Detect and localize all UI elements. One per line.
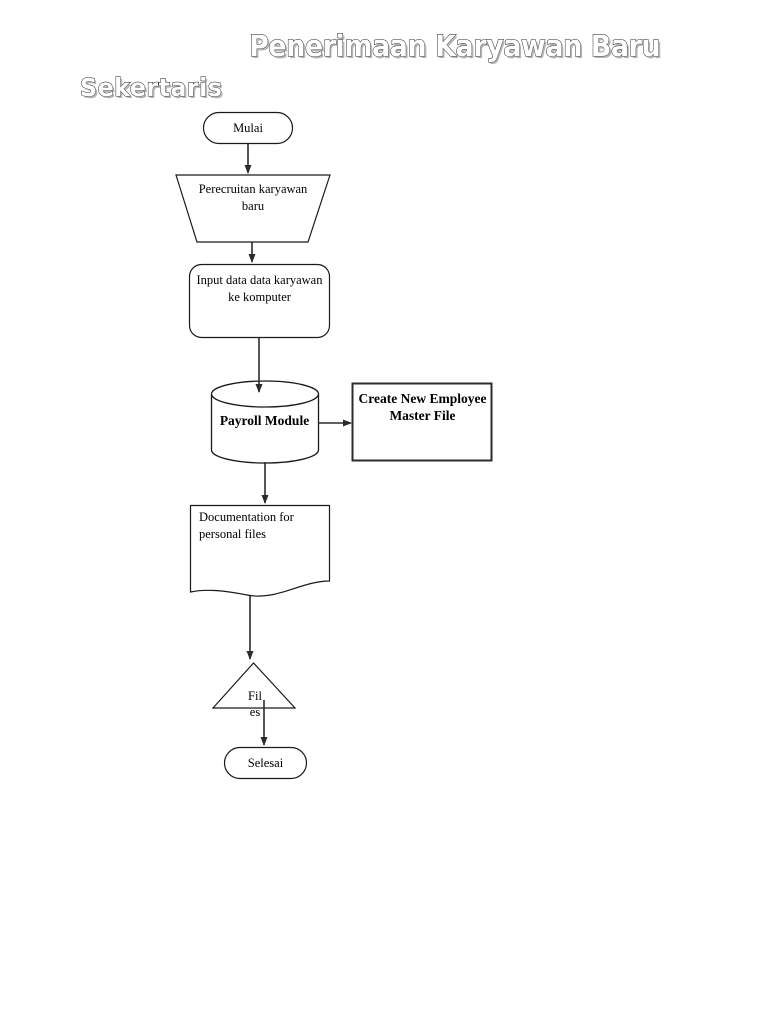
node-files[interactable]	[211, 662, 297, 709]
node-selesai[interactable]	[223, 746, 308, 780]
node-payroll-module[interactable]	[210, 380, 320, 464]
node-mulai[interactable]	[202, 111, 294, 145]
node-documentation[interactable]	[189, 504, 331, 597]
section-title-sekertaris: Sekertaris	[80, 73, 223, 103]
node-create-master-file[interactable]	[351, 382, 493, 462]
node-perecruitan[interactable]	[175, 174, 331, 243]
page-title: Penerimaan Karyawan Baru	[249, 29, 662, 64]
node-input-data[interactable]	[188, 263, 331, 339]
